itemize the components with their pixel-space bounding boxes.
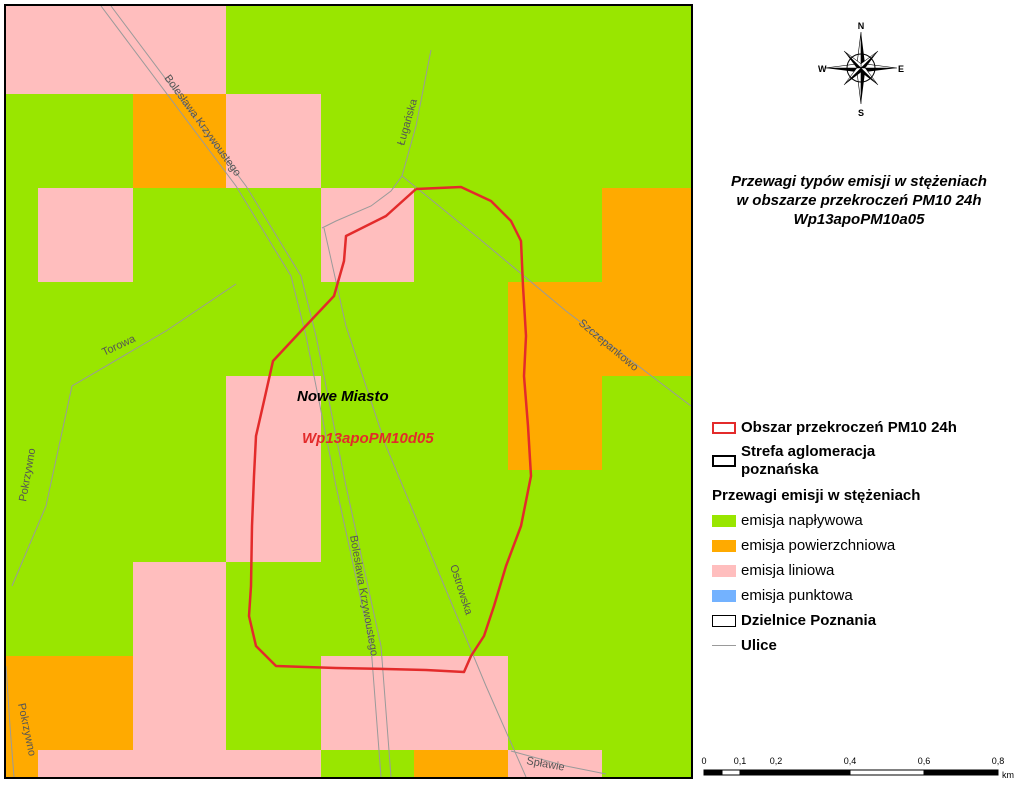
grid-cell-liniowa (6, 6, 226, 94)
legend-label-agglomeration: Strefa aglomeracja poznańska (741, 443, 876, 478)
streets-layer (6, 6, 691, 777)
legend-swatch-ulice-line (712, 645, 736, 646)
grid-cell-powierzchniowa (508, 376, 602, 470)
map-legend: Obszar przekroczeń PM10 24h Strefa aglom… (712, 415, 1018, 658)
map-canvas[interactable]: Bolesława Krzywoustego Bolesława Krzywou… (6, 6, 691, 777)
street-krzywoustego-line-b (110, 6, 392, 777)
compass-s-label: S (858, 108, 864, 118)
legend-swatch-agglomeration-outline (712, 455, 736, 467)
legend-item-naplywowa: emisja napływowa (712, 508, 1018, 533)
grid-cell-powierzchniowa (508, 282, 691, 376)
legend-swatch-dzielnice-outline (712, 614, 736, 627)
legend-label-punktowa: emisja punktowa (741, 587, 853, 604)
legend-swatch-liniowa (712, 564, 736, 577)
grid-cell-liniowa (38, 188, 133, 282)
grid-cell-powierzchniowa (602, 188, 691, 282)
legend-label-ulice: Ulice (741, 637, 777, 654)
grid-cell-powierzchniowa (6, 656, 133, 750)
map-title: Przewagi typów emisji w stężeniach w obs… (700, 172, 1018, 229)
grid-cell-liniowa (133, 562, 226, 777)
exceedance-area-code-label: Wp13apoPM10d05 (302, 430, 434, 447)
legend-item-agglomeration: Strefa aglomeracja poznańska (712, 440, 1018, 482)
scale-bar: 0 0,1 0,2 0,4 0,6 0,8 km (700, 752, 1018, 782)
grid-cell-powierzchniowa (133, 94, 226, 188)
map-title-line-2: w obszarze przekroczeń PM10 24h (736, 192, 982, 209)
legend-label-exceedance: Obszar przekroczeń PM10 24h (741, 419, 957, 436)
legend-swatch-exceedance-outline (712, 421, 736, 434)
legend-label-liniowa: emisja liniowa (741, 562, 835, 579)
legend-swatch-punktowa (712, 589, 736, 602)
legend-label-powierzchniowa: emisja powierzchniowa (741, 537, 896, 554)
compass-n-label: N (858, 21, 865, 31)
street-torowa-line (11, 283, 237, 587)
map-title-line-3: Wp13apoPM10a05 (793, 211, 925, 228)
legend-item-punktowa: emisja punktowa (712, 583, 1018, 608)
street-label-torowa: Torowa (100, 332, 138, 358)
scale-tick-5: 0,8 (992, 756, 1005, 766)
grid-cell-liniowa (38, 750, 133, 777)
street-luganska-line (321, 49, 432, 229)
street-krzywoustego-line-a (100, 6, 382, 777)
street-label-pokrzywno-1: Pokrzywno (17, 447, 38, 502)
legend-heading-emissions: Przewagi emisji w stężeniach (712, 486, 921, 504)
street-splawie-line (510, 750, 607, 775)
grid-cell-liniowa (226, 94, 321, 188)
street-szczepankowo-line (401, 175, 691, 407)
legend-swatch-powierzchniowa (712, 539, 736, 552)
legend-item-ulice: Ulice (712, 633, 1018, 658)
scale-tick-0: 0 (701, 756, 706, 766)
compass-w-label: W (818, 64, 827, 74)
compass-e-label: E (898, 64, 904, 74)
legend-label-naplywowa: emisja napływowa (741, 512, 863, 529)
legend-item-exceedance: Obszar przekroczeń PM10 24h (712, 415, 1018, 440)
scale-unit-label: km (1002, 770, 1014, 780)
grid-cell-liniowa (226, 750, 321, 777)
legend-item-dzielnice: Dzielnice Poznania (712, 608, 1018, 633)
legend-item-powierzchniowa: emisja powierzchniowa (712, 533, 1018, 558)
scale-bar-segments (703, 769, 999, 776)
scale-tick-2: 0,2 (770, 756, 783, 766)
scale-tick-3: 0,4 (844, 756, 857, 766)
street-pokrzywno-line (6, 665, 15, 777)
map-title-line-1: Przewagi typów emisji w stężeniach (731, 173, 987, 190)
compass-rose-icon: N S E W (818, 21, 904, 118)
grid-cell-liniowa (321, 656, 508, 750)
grid-cell-powierzchniowa (414, 750, 508, 777)
map-frame[interactable]: Bolesława Krzywoustego Bolesława Krzywou… (4, 4, 693, 779)
exceedance-area-outline[interactable] (247, 185, 533, 674)
north-arrow-compass: N S E W (816, 20, 906, 120)
street-label-krzywoustego-2: Bolesława Krzywoustego (347, 534, 380, 657)
legend-swatch-naplywowa (712, 514, 736, 527)
street-ostrowska-line (323, 227, 527, 777)
legend-item-liniowa: emisja liniowa (712, 558, 1018, 583)
scale-tick-1: 0,1 (734, 756, 747, 766)
district-label-nowe-miasto: Nowe Miasto (297, 388, 389, 405)
emission-grid (6, 6, 691, 777)
street-label-ostrowska: Ostrowska (447, 563, 475, 617)
scale-tick-4: 0,6 (918, 756, 931, 766)
legend-label-dzielnice: Dzielnice Poznania (741, 612, 877, 629)
grid-cell-powierzchniowa (6, 750, 38, 777)
grid-cell-liniowa (226, 376, 321, 562)
